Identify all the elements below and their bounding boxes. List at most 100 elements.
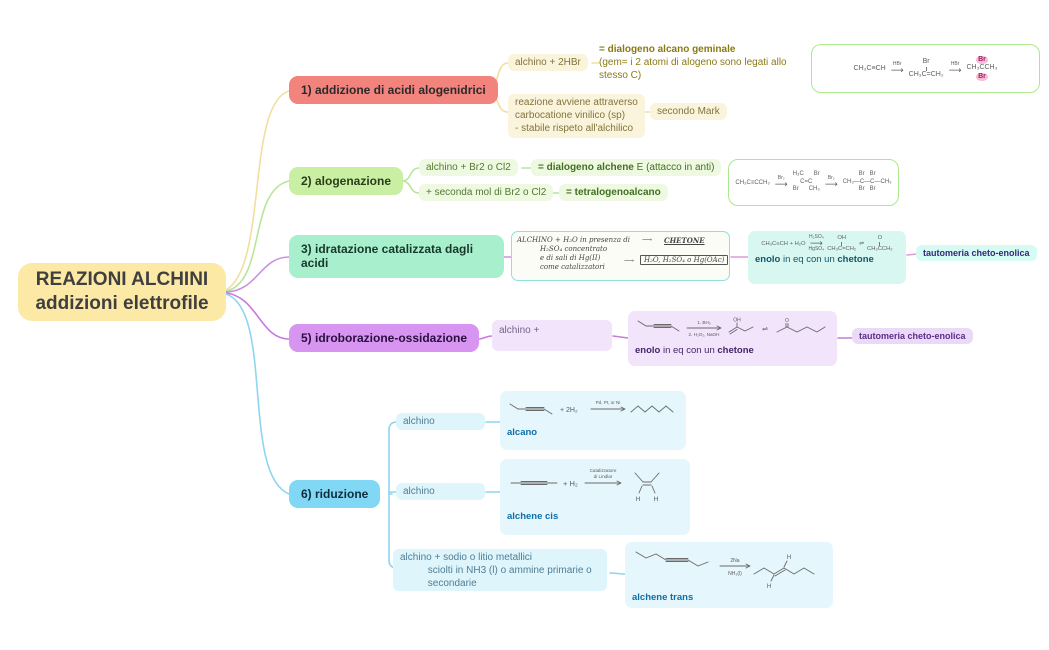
cond-top: H₂SO₄ <box>808 234 824 241</box>
formula-start: CH₃C≡CCH₃ <box>735 179 770 186</box>
hand-arrow1: ⟶ <box>642 236 653 244</box>
mid-main: CH₃C=CH₂ <box>908 70 944 78</box>
catalyst-label: Pd, Pt, or Ni <box>596 400 621 405</box>
bond-line <box>879 241 881 246</box>
caption-bold1: enolo <box>635 345 661 356</box>
hand-reagents-box: H₂O, H₂SO₄ o Hg(OAc) <box>640 255 729 265</box>
product-bold-text: = dialogeno alcano geminale <box>599 44 736 55</box>
hand-line3: e di sali di Hg(II) <box>540 254 601 262</box>
nh3-label: NH₃(l) <box>728 571 742 577</box>
caption-bold2: chetone <box>717 345 754 356</box>
arrow-label: HBr <box>950 61 960 68</box>
image-enolo-chetone-acido[interactable]: CH₃C≡CH + H₂O H₂SO₄ ⟶ HgSO₄ OH CH₃C=CH₂ … <box>748 231 906 284</box>
keto-main: CH₃CCH₃ <box>867 245 893 252</box>
node-alchino-sodio-litio[interactable]: alchino + sodio o litio metallici sciolt… <box>393 549 607 591</box>
node-riduzione[interactable]: 6) riduzione <box>289 480 381 509</box>
step1-label: 1. BH₃ <box>697 320 710 325</box>
node-tautomeria-cheto-enolica-3[interactable]: tautomeria cheto-enolica <box>916 245 1037 261</box>
node-alchino-1[interactable]: alchino <box>396 413 485 431</box>
caption-alchene-cis: alchene cis <box>507 511 559 522</box>
hand-line1: ALCHINO + H₂O in presenza di <box>517 236 630 244</box>
o-label: O <box>877 235 883 241</box>
central-topic-line1: REAZIONI ALCHINI <box>35 269 209 291</box>
product-note-text: (gem= i 2 atomi di alogeno sono legati a… <box>599 57 787 81</box>
node-alogenazione[interactable]: 2) alogenazione <box>289 167 404 196</box>
formula-mid: Br CH₃C=CH₂ <box>909 58 944 78</box>
reaction-arrow: HBr ⟶ <box>890 61 904 76</box>
br-highlight-top: Br <box>976 56 988 65</box>
node-dialogeno-alcano-geminale[interactable]: = dialogeno alcano geminale (gem= i 2 at… <box>599 43 793 82</box>
formula-end: Br CH₃CCH₃ Br <box>966 56 998 81</box>
hand-result-chetone: CHETONE <box>664 236 705 245</box>
node-tetralogenoalcano[interactable]: = tetralogenoalcano <box>559 184 668 202</box>
hand-line2: H₂SO₄ concentrato <box>540 245 608 253</box>
node-tautomeria-cheto-enolica-5[interactable]: tautomeria cheto-enolica <box>852 328 973 344</box>
hand-line4: come catalizzatori <box>540 263 605 271</box>
node-alchino-plus[interactable]: alchino + <box>492 320 612 351</box>
catalyst-label-2: di Lindlar <box>594 474 613 479</box>
h-label-2: H <box>654 496 659 503</box>
reaction-arrow: HBr ⟶ <box>949 61 962 75</box>
arrow-label: Br₂ <box>777 175 785 182</box>
node-seconda-mol-br2[interactable]: + seconda mol di Br2 o Cl2 <box>419 184 554 202</box>
cond-bottom: HgSO₄ <box>808 246 825 253</box>
formula-start: CH₃C≡CH <box>853 65 886 72</box>
node-dialogeno-alchene[interactable]: = dialogeno alchene E (attacco in anti) <box>531 159 722 177</box>
caption-mid: in eq con un <box>660 345 718 356</box>
reaction-arrow: Br₂ ⟶ <box>774 175 788 190</box>
node-alchino-2[interactable]: alchino <box>396 483 485 501</box>
oh-label: OH <box>733 318 741 324</box>
skeletal-drawing: + 2H₂ Pd, Pt, or Ni <box>509 400 674 415</box>
bond-line <box>925 66 927 71</box>
equilibrium-glyph: ⇌ <box>762 326 768 333</box>
skeletal-drawing: + H₂ Catalizzatore di Lindlar H H <box>510 468 660 503</box>
image-riduzione-alchene-trans[interactable]: 2Na NH₃(l) H H alchene trans <box>625 542 833 608</box>
h-label-top: H <box>787 555 791 561</box>
skeletal-drawing: 1. BH₃ 2. H₂O₂, NaOH OH ⇌ O <box>637 318 826 337</box>
image-riduzione-alcano[interactable]: + 2H₂ Pd, Pt, or Ni alcano <box>500 391 686 450</box>
node-alchino-2hbr[interactable]: alchino + 2HBr <box>508 54 588 72</box>
node-alchino-br2-cl2[interactable]: alchino + Br2 o Cl2 <box>419 159 518 177</box>
caption-alchene-trans: alchene trans <box>632 592 694 603</box>
end-main: CH₃CCH₃ <box>966 64 998 72</box>
node-secondo-mark[interactable]: secondo Mark <box>650 103 727 121</box>
mid-l1: H₃C Br <box>792 171 820 178</box>
plus-h2-label: + 2H₂ <box>560 407 578 414</box>
image-schema-idroalogenazione[interactable]: CH₃C≡CH HBr ⟶ Br CH₃C=CH₂ HBr ⟶ Br CH₃CC… <box>811 44 1040 93</box>
hand-arrow2: ⟶ <box>624 257 635 265</box>
node-meccanismo-carbocatione[interactable]: reazione avviene attraverso carbocatione… <box>508 94 645 138</box>
br-highlight-bottom: Br <box>976 72 988 81</box>
end-l2: CH₃—C—C—CH₃ <box>842 178 892 185</box>
formula-start: CH₃C≡CH + H₂O <box>761 240 806 247</box>
caption-enolo-chetone: enolo in eq con un chetone <box>755 254 899 265</box>
arrow-label: HBr <box>892 61 902 68</box>
node-addizione-acidi-alogenidrici[interactable]: 1) addizione di acidi alogenidrici <box>289 76 498 105</box>
step2-label: 2. H₂O₂, NaOH <box>689 332 720 337</box>
skeletal-drawing: 2Na NH₃(l) H H <box>635 551 815 590</box>
keto-stack: O CH₃CCH₃ <box>867 235 893 252</box>
mid-l2: C=C <box>800 178 813 185</box>
node-idroborazione-ossidazione[interactable]: 5) idroborazione-ossidazione <box>289 324 480 353</box>
caption-bold1: enolo <box>755 254 781 266</box>
arrow-glyph: ⟶ <box>774 179 788 190</box>
node-idratazione-catalizzata[interactable]: 3) idratazione catalizzata dagli acidi <box>289 235 504 278</box>
caption-enolo-chetone: enolo in eq con un chetone <box>635 345 830 356</box>
image-riduzione-alchene-cis[interactable]: + H₂ Catalizzatore di Lindlar H H alchen… <box>500 459 690 535</box>
image-appunti-idratazione[interactable]: ALCHINO + H₂O in presenza di H₂SO₄ conce… <box>511 231 730 281</box>
na-label: 2Na <box>730 558 739 564</box>
arrow-glyph: ⟶ <box>824 179 838 190</box>
arrow-label: Br₂ <box>827 175 835 182</box>
arrow-glyph: ⟶ <box>890 65 904 76</box>
reaction-arrow: Br₂ ⟶ <box>824 175 838 190</box>
central-topic[interactable]: REAZIONI ALCHINI addizioni elettrofile <box>18 263 226 321</box>
caption-alcano: alcano <box>507 427 538 438</box>
enol-main: CH₃C=CH₂ <box>827 245 857 252</box>
image-enolo-chetone-idroborazione[interactable]: 1. BH₃ 2. H₂O₂, NaOH OH ⇌ O enolo in eq … <box>628 311 837 366</box>
catalyst-label-1: Catalizzatore <box>590 468 617 473</box>
caption-bold2: chetone <box>837 254 874 266</box>
o-label: O <box>785 318 789 324</box>
